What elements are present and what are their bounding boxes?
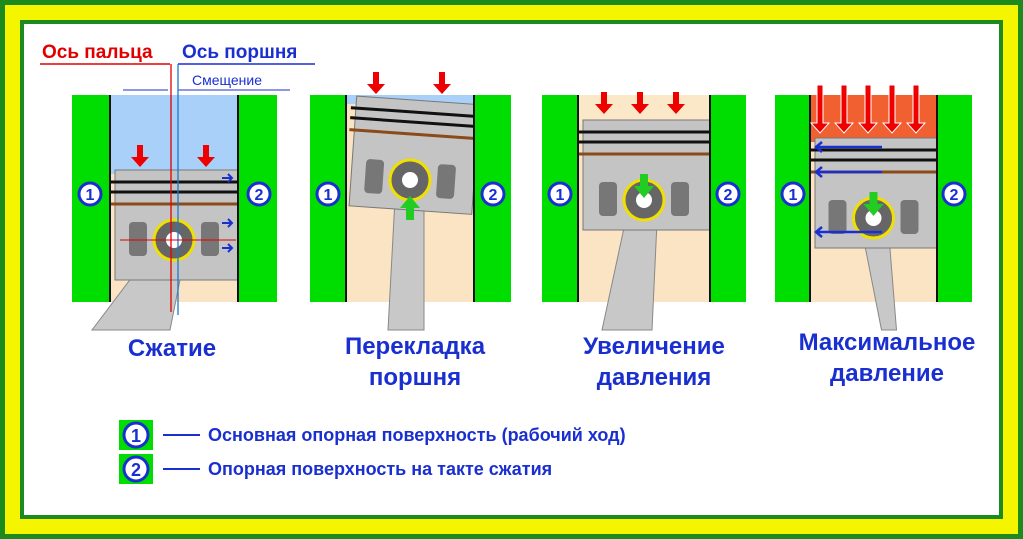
pin-boss-right [671,182,689,216]
pressure-arrow [631,92,649,114]
pin-axis-label: Ось пальца [42,42,153,63]
combustion-chamber [110,95,238,174]
surface-badge-one [77,181,103,207]
pressure-arrow [197,145,215,167]
piston [110,169,239,281]
surface-badge-number: 1 [324,187,333,204]
pin-hole [636,192,652,208]
legend-badge-number: 1 [131,426,141,446]
caption-compression: Сжатие [128,335,216,362]
surface-badge-two [480,181,506,207]
legend-badge-number: 2 [131,460,141,480]
caption-max-2: давление [830,360,944,387]
piston [578,119,711,231]
pin-hole [402,172,418,188]
pressure-arrow [367,72,385,94]
legend-text: Опорная поверхность на такте сжатия [208,459,552,479]
piston-axis-label: Ось поршня [182,42,297,63]
pressure-arrow [595,92,613,114]
pin-boss-left [828,200,847,234]
legend-badge-circle [122,421,150,449]
surface-badge-number: 1 [789,187,798,204]
surface-badge-one [780,181,806,207]
pin-boss-right [900,200,919,234]
surface-badge-number: 1 [86,187,95,204]
legend-badge-circle [122,455,150,483]
side-thrust-arrow [814,141,882,153]
legend-item-2: 2 Опорная поверхность на такте сжатия [119,454,552,484]
pin-boss-right [201,222,219,256]
pressure-arrow [857,84,879,134]
surface-badge-two [246,181,272,207]
surface-badge-one [547,181,573,207]
surface-badge-one [315,181,341,207]
pin-boss-left [364,159,385,194]
caption-shift-2: поршня [369,364,461,391]
pressure-arrow [809,84,831,134]
force-arrow [400,196,420,220]
pressure-arrow [833,84,855,134]
pin-boss-left [129,222,147,256]
pressure-arrow [131,145,149,167]
piston-ring [349,128,478,141]
piston-ring [350,116,478,129]
offset-label: Смещение [192,72,262,88]
caption-increase-1: Увеличение [583,333,725,360]
surface-badge-number: 2 [255,187,264,204]
pressure-arrow [905,84,927,134]
surface-badge-number: 1 [556,187,565,204]
side-thrust-arrow [222,218,234,228]
surface-badge-number: 2 [489,187,498,204]
pin-boss-right [436,164,456,199]
legend-item-1: 1 Основная опорная поверхность (рабочий … [119,420,626,450]
caption-max-1: Максимальное [799,329,976,356]
surface-badge-number: 2 [950,187,959,204]
legend-text: Основная опорная поверхность (рабочий хо… [208,425,626,445]
surface-badge-two [715,181,741,207]
pin-boss-left [599,182,617,216]
side-thrust-arrow [814,166,882,178]
piston-ring [350,106,479,119]
piston [810,137,938,249]
pin-hole [865,210,882,226]
surface-badge-two [941,181,967,207]
side-thrust-arrow [222,243,234,253]
side-thrust-arrow [814,226,882,238]
caption-increase-2: давления [597,364,712,391]
caption-shift-1: Перекладка [345,333,486,360]
force-arrow [634,174,654,198]
surface-badge-number: 2 [724,187,733,204]
side-thrust-arrow [222,173,234,183]
pressure-arrow [433,72,451,94]
pressure-arrow [881,84,903,134]
pressure-arrow [667,92,685,114]
piston [348,95,480,215]
force-arrow [863,192,884,216]
